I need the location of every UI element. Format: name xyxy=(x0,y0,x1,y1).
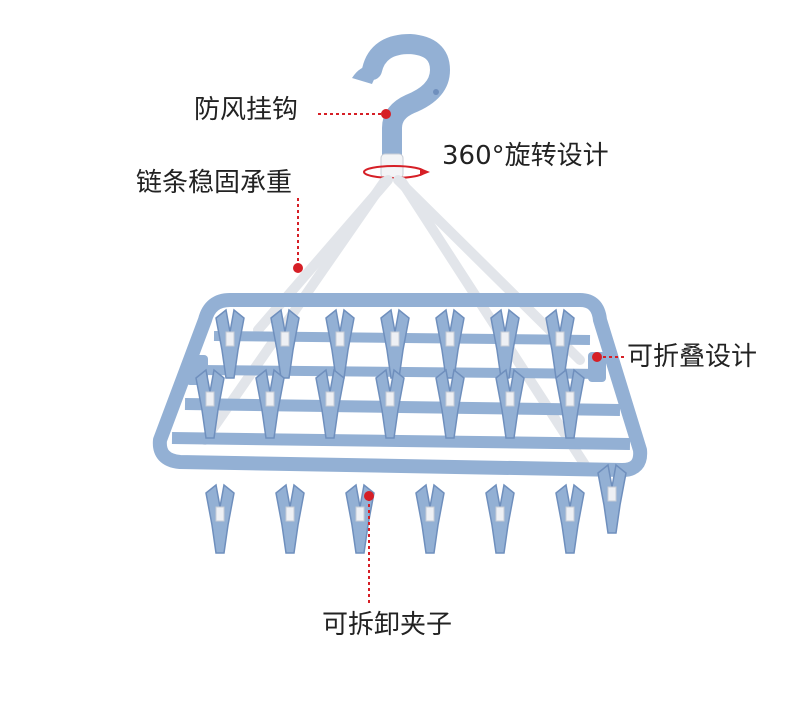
fold-label: 可折叠设计 xyxy=(627,342,758,372)
clip-label: 可拆卸夹子 xyxy=(322,610,453,640)
chain-label: 链条稳固承重 xyxy=(136,168,293,198)
hook-label: 防风挂钩 xyxy=(194,95,299,125)
rotate-label: 360°旋转设计 xyxy=(442,141,609,171)
hook xyxy=(352,33,451,179)
callouts xyxy=(293,109,625,605)
